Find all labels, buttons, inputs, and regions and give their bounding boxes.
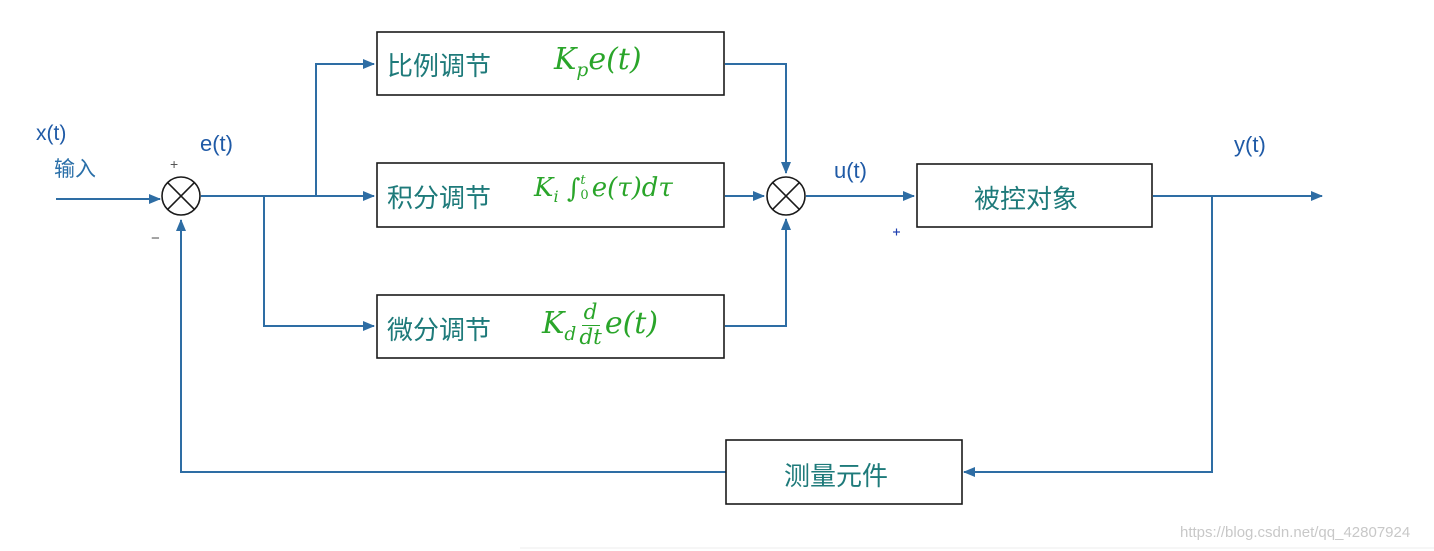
minus-sign: − [151,230,160,247]
derivative-block [376,294,725,359]
proportional-block-label: 比例调节 [387,52,492,82]
derivative-gain: K [542,306,565,342]
feedback-return-arrow [176,219,726,473]
output-signal-label: y(t) [1234,132,1266,157]
sensor-block [725,439,963,505]
integral-formula-rest: e(τ)dτ [591,173,673,203]
stray-cross-mark [893,228,900,236]
error-signal-label: e(t) [200,131,233,156]
derivative-numerator: d [581,300,600,326]
plant-block-label: 被控对象 [974,185,1079,215]
integral-block-label: 积分调节 [387,184,492,214]
proportional-out-arrow [725,63,791,174]
integral-gain-subscript: i [553,186,559,206]
proportional-formula-rest: e(t) [588,42,642,77]
integral-lower-limit: 0 [580,188,589,203]
summing-junction-control [766,176,806,216]
derivative-out-arrow [725,218,791,327]
control-signal-label: u(t) [834,158,867,183]
feedback-to-sensor-arrow [963,196,1213,477]
derivative-block-label: 微分调节 [387,316,492,346]
to-derivative-arrow [263,196,375,331]
derivative-gain-subscript: d [564,323,577,345]
derivative-denominator: dt [579,324,602,350]
integral-sign: ∫ [566,174,581,204]
derivative-formula-rest: e(t) [604,306,659,342]
summing-junction-error [161,176,201,216]
plant-block [916,163,1153,228]
watermark-text: https://blog.csdn.net/qq_42807924 [1180,524,1411,541]
proportional-block [376,31,725,96]
to-proportional-arrow [315,59,375,196]
input-text-label: 输入 [54,157,96,181]
integral-upper-limit: t [580,173,586,189]
proportional-formula: Kpe(t) [554,42,642,81]
integral-gain: K [534,173,554,203]
plus-sign: + [170,156,179,172]
proportional-gain-subscript: p [576,59,589,81]
sensor-block-label: 测量元件 [784,462,889,492]
proportional-gain: K [554,42,577,77]
integral-block [376,162,725,228]
input-signal-label: x(t) [36,122,67,145]
